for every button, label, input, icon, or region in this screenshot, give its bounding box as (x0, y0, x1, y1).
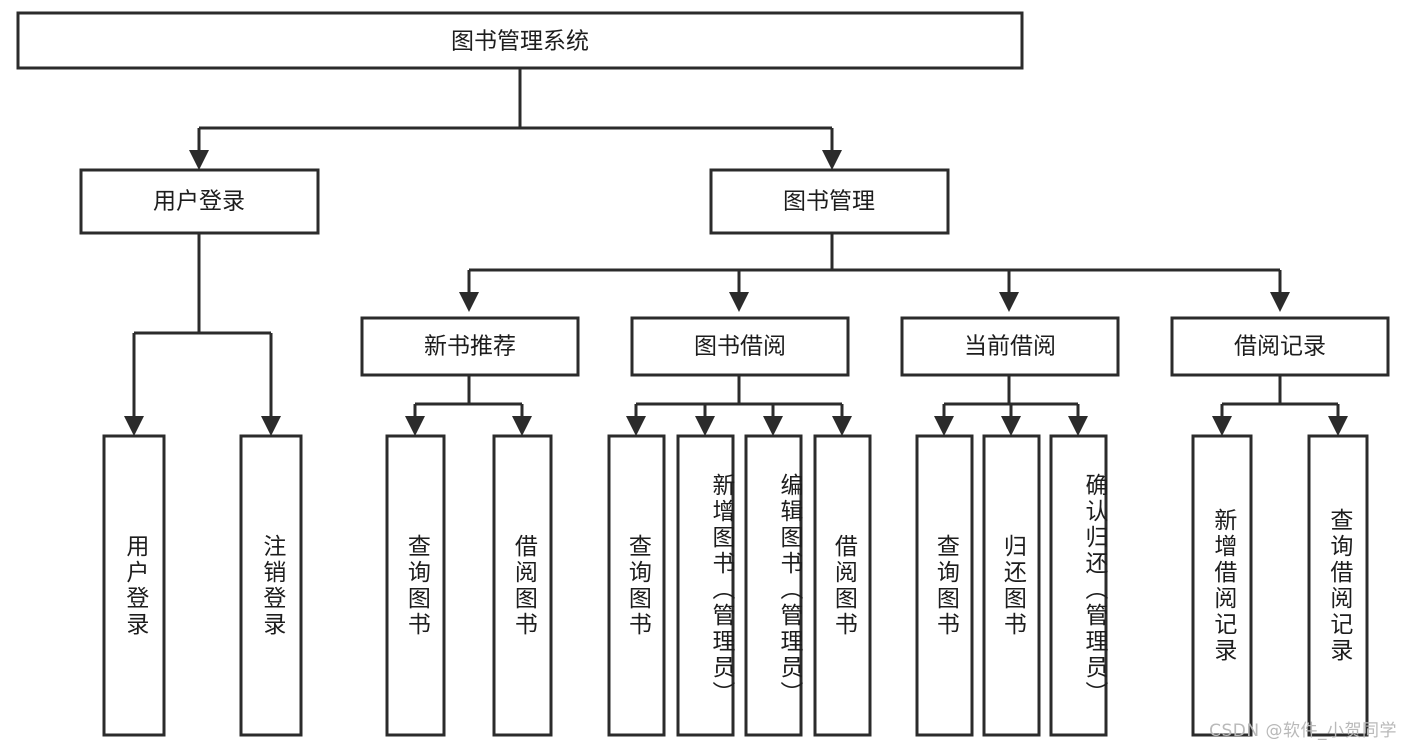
node-current-borrow-label: 当前借阅 (964, 334, 1056, 360)
leaf-box[interactable] (385, 434, 446, 737)
node-book-management[interactable]: 图书管理 (709, 168, 950, 235)
node-root-book-management-system[interactable]: 图书管理系统 (16, 11, 1024, 70)
leaf-box[interactable] (1049, 434, 1108, 737)
node-borrow-record[interactable]: 借阅记录 (1170, 316, 1390, 377)
connector-root-to-level2 (189, 68, 842, 170)
arrow-head-icon (1068, 416, 1088, 436)
leaf-box[interactable] (1307, 434, 1369, 737)
leaf-box[interactable] (492, 434, 553, 737)
arrow-head-icon (999, 292, 1019, 312)
connector-current-borrow-to-leaves (934, 375, 1088, 436)
leaf-box[interactable] (239, 434, 303, 737)
leaf-box[interactable] (813, 434, 872, 737)
leaf-box[interactable] (676, 434, 735, 737)
arrow-head-icon (512, 416, 532, 436)
node-root-label: 图书管理系统 (451, 29, 589, 55)
arrow-head-icon (695, 416, 715, 436)
node-borrow-record-label: 借阅记录 (1234, 334, 1326, 360)
leaf-box[interactable] (607, 434, 666, 737)
node-new-book-recommend[interactable]: 新书推荐 (360, 316, 580, 377)
node-current-borrow[interactable]: 当前借阅 (900, 316, 1120, 377)
arrow-head-icon (832, 416, 852, 436)
node-book-management-label: 图书管理 (783, 189, 875, 215)
arrow-head-icon (1270, 292, 1290, 312)
node-book-borrow[interactable]: 图书借阅 (630, 316, 850, 377)
arrow-head-icon (822, 150, 842, 170)
arrow-head-icon (1328, 416, 1348, 436)
arrow-head-icon (1212, 416, 1232, 436)
arrow-head-icon (189, 150, 209, 170)
arrow-head-icon (124, 416, 144, 436)
connector-borrow-record-to-leaves (1212, 375, 1348, 436)
arrow-head-icon (459, 292, 479, 312)
leaf-boxes-user-login (102, 434, 303, 737)
leaf-box[interactable] (1191, 434, 1253, 737)
leaf-boxes-borrow-record (1191, 434, 1369, 737)
arrow-head-icon (763, 416, 783, 436)
arrow-head-icon (261, 416, 281, 436)
leaf-boxes-new-book-recommend (385, 434, 553, 737)
leaf-boxes-book-borrow (607, 434, 872, 737)
leaf-box[interactable] (102, 434, 166, 737)
node-book-borrow-label: 图书借阅 (694, 334, 786, 360)
node-user-login[interactable]: 用户登录 (79, 168, 320, 235)
node-new-book-recommend-label: 新书推荐 (424, 334, 516, 360)
arrow-head-icon (626, 416, 646, 436)
arrow-head-icon (1001, 416, 1021, 436)
connector-book-borrow-to-leaves (626, 375, 852, 436)
arrow-head-icon (405, 416, 425, 436)
leaf-box[interactable] (915, 434, 974, 737)
connector-new-book-to-leaves (405, 375, 532, 436)
arrow-head-icon (934, 416, 954, 436)
connector-user-login-to-leaves (124, 233, 281, 436)
arrow-head-icon (729, 292, 749, 312)
csdn-watermark: CSDN @软件_小贺同学 (1209, 721, 1397, 741)
leaf-box[interactable] (982, 434, 1041, 737)
leaf-box[interactable] (744, 434, 803, 737)
leaf-boxes-current-borrow (915, 434, 1108, 737)
connector-level2-to-level3 (459, 233, 1290, 312)
node-user-login-label: 用户登录 (153, 189, 245, 215)
